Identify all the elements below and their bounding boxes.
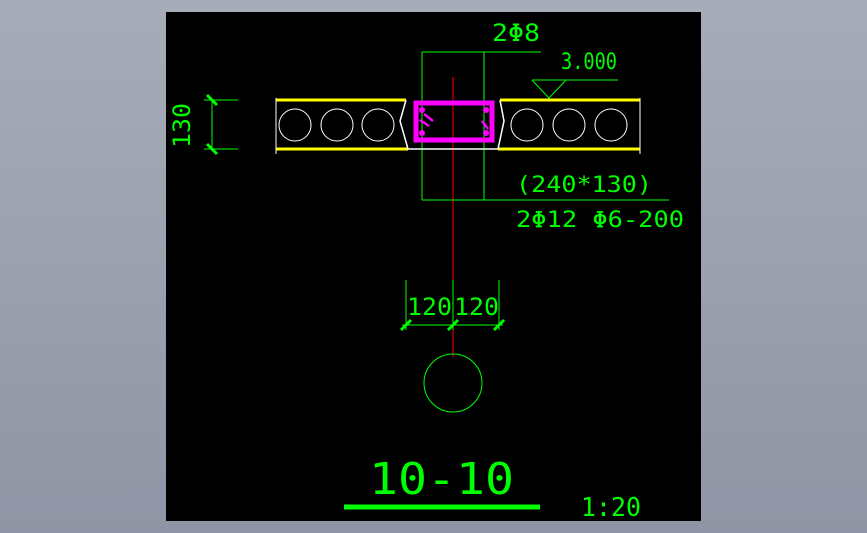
hollow-core (510, 108, 544, 142)
dim-width-tick-left (399, 318, 413, 332)
dim-width-tick-right (492, 318, 506, 332)
beam-outline (399, 99, 505, 150)
section-title: 10-10 (369, 454, 514, 505)
label-dim-height: 130 (168, 103, 196, 148)
slab-right (498, 98, 641, 154)
cad-drawing-canvas: 2Φ8 3.000 130 (240*13 (166, 12, 701, 521)
label-scale: 1:20 (581, 493, 641, 521)
hollow-core (278, 108, 312, 142)
slab-left (275, 98, 408, 154)
label-beam-size: (240*130) (516, 173, 652, 198)
label-rebar-spec: 2Φ12 Φ6-200 (516, 208, 684, 233)
dim-height-tick-bottom (205, 142, 219, 156)
hollow-core (320, 108, 354, 142)
dim-height-tick-top (205, 93, 219, 107)
hollow-core (361, 108, 395, 142)
hollow-core (594, 108, 628, 142)
dim-width-tick-center (446, 318, 460, 332)
label-dim-right: 120 (454, 293, 499, 321)
label-dim-left: 120 (407, 293, 452, 321)
section-drawing: 2Φ8 3.000 130 (240*13 (168, 19, 684, 521)
label-elevation: 3.000 (561, 50, 617, 75)
beam-rebar (413, 100, 495, 143)
hollow-core (552, 108, 586, 142)
elevation-triangle (531, 79, 567, 99)
label-rebar-top: 2Φ8 (492, 19, 540, 47)
section-mark-circle (423, 353, 483, 413)
